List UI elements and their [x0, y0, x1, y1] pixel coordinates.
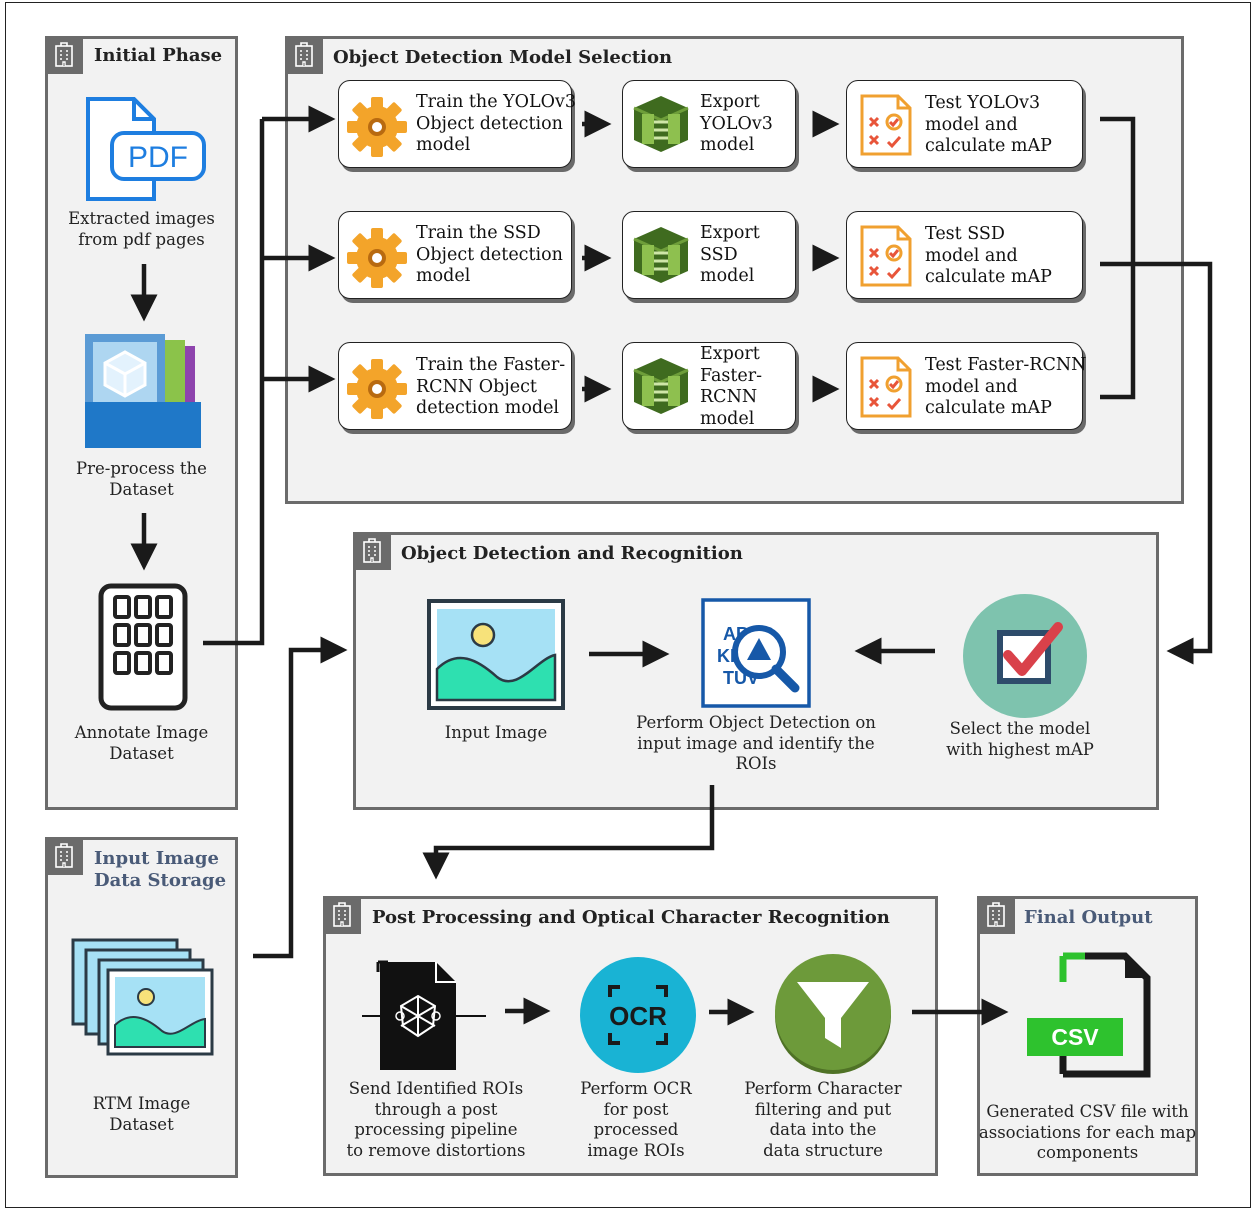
- panel-title-model-selection: Object Detection Model Selection: [333, 47, 673, 68]
- svg-text:KI: KI: [717, 646, 735, 666]
- perform-detection-caption: Perform Object Detection on input image …: [636, 713, 876, 773]
- export-faster-rcnn-label: Export Faster- RCNN model: [700, 344, 763, 429]
- building-icon: [45, 837, 83, 875]
- filter-funnel-icon: [775, 954, 891, 1074]
- select-model-checkbox-icon: [963, 594, 1087, 718]
- export-yolov3-label: Export YOLOv3 model: [700, 92, 773, 155]
- gear-icon: [347, 97, 407, 157]
- rtm-dataset-caption: RTM Image Dataset: [92, 1094, 191, 1134]
- svg-text:CSV: CSV: [1051, 1024, 1099, 1050]
- test-ssd-label: Test SSD model and calculate mAP: [925, 224, 1052, 287]
- pdf-file-icon: PDF: [86, 97, 206, 201]
- building-icon: [977, 896, 1015, 934]
- annotate-caption: Annotate Image Dataset: [74, 723, 209, 763]
- input-image-caption: Input Image: [444, 723, 548, 742]
- export-package-icon: [633, 96, 689, 152]
- test-yolov3-label: Test YOLOv3 model and calculate mAP: [925, 93, 1052, 156]
- checklist-icon: [860, 94, 912, 156]
- select-model-caption: Select the model with highest mAP: [946, 719, 1094, 759]
- building-icon: [45, 36, 83, 74]
- image-stack-icon: [71, 938, 214, 1056]
- ocr-icon: OCR: [580, 957, 696, 1073]
- object-detection-icon: ABCD KI TUV: [701, 598, 811, 708]
- train-ssd-label: Train the SSD Object detection model: [416, 223, 563, 286]
- export-package-icon: [633, 227, 689, 283]
- csv-file-icon: CSV: [1027, 952, 1151, 1078]
- perform-ocr-caption: Perform OCR for post processed image ROI…: [580, 1079, 692, 1160]
- gear-icon: [347, 228, 407, 288]
- checklist-icon: [860, 225, 912, 287]
- train-faster-rcnn-label: Train the Faster- RCNN Object detection …: [416, 355, 566, 418]
- export-ssd-label: Export SSD model: [700, 223, 760, 286]
- panel-title-initial: Initial Phase: [94, 45, 223, 66]
- gear-icon: [347, 359, 407, 419]
- building-icon: [353, 532, 391, 570]
- generated-csv-caption: Generated CSV file with associations for…: [978, 1102, 1197, 1162]
- preprocess-caption: Pre-process the Dataset: [76, 459, 207, 499]
- building-icon: [285, 36, 323, 74]
- svg-text:OCR: OCR: [609, 1001, 667, 1031]
- export-package-icon: [633, 358, 689, 414]
- extract-caption: Extracted images from pdf pages: [68, 209, 215, 249]
- building-icon: [323, 896, 361, 934]
- annotate-keypad-icon: [98, 583, 188, 711]
- character-filter-caption: Perform Character filtering and put data…: [744, 1079, 902, 1160]
- checklist-icon: [860, 356, 912, 418]
- postprocess-pipeline-icon: [362, 960, 486, 1070]
- input-image-icon: [427, 599, 565, 710]
- dataset-folder-icon: [85, 334, 201, 448]
- panel-title-final: Final Output: [1024, 907, 1153, 928]
- panel-title-storage: Input Image Data Storage: [94, 848, 227, 891]
- panel-title-postprocessing: Post Processing and Optical Character Re…: [372, 907, 890, 928]
- test-faster-rcnn-label: Test Faster-RCNN model and calculate mAP: [925, 355, 1087, 418]
- send-rois-caption: Send Identified ROIs through a post proc…: [346, 1079, 526, 1160]
- svg-text:PDF: PDF: [128, 141, 188, 174]
- diagram-frame: [5, 2, 1251, 1208]
- panel-title-detection: Object Detection and Recognition: [401, 543, 743, 564]
- train-yolov3-label: Train the YOLOv3 Object detection model: [416, 92, 577, 155]
